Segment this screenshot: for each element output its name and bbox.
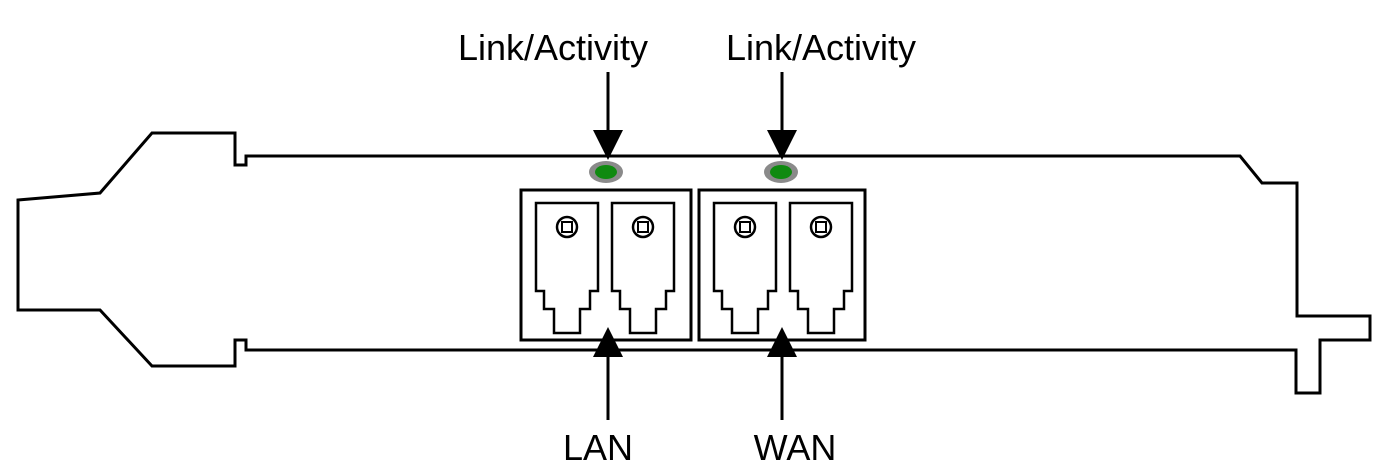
port-outline [788,201,854,335]
port-screw-square [637,221,649,233]
port-screw-ring [809,215,833,239]
wan-port-1 [712,201,778,335]
port-screw-ring [733,215,757,239]
wan-port-housing [697,188,867,342]
lan-port-1 [534,201,600,335]
port-screw-ring [631,215,655,239]
port-screw-ring [555,215,579,239]
led-link-activity-wan [764,161,798,183]
label-link-activity-lan: Link/Activity [458,27,648,68]
bracket-outline [16,131,1372,395]
led-link-activity-lan [589,161,623,183]
wan-port-2 [788,201,854,335]
label-lan: LAN [563,427,633,468]
ports-layer [534,201,854,335]
port-outline [534,201,600,335]
port-screw-square [739,221,751,233]
port-screw-square [815,221,827,233]
port-outline [610,201,676,335]
port-outline [712,201,778,335]
port-screw-square [561,221,573,233]
lan-port-2 [610,201,676,335]
label-link-activity-wan: Link/Activity [726,27,916,68]
lan-port-housing [519,188,693,342]
label-wan: WAN [754,427,837,468]
